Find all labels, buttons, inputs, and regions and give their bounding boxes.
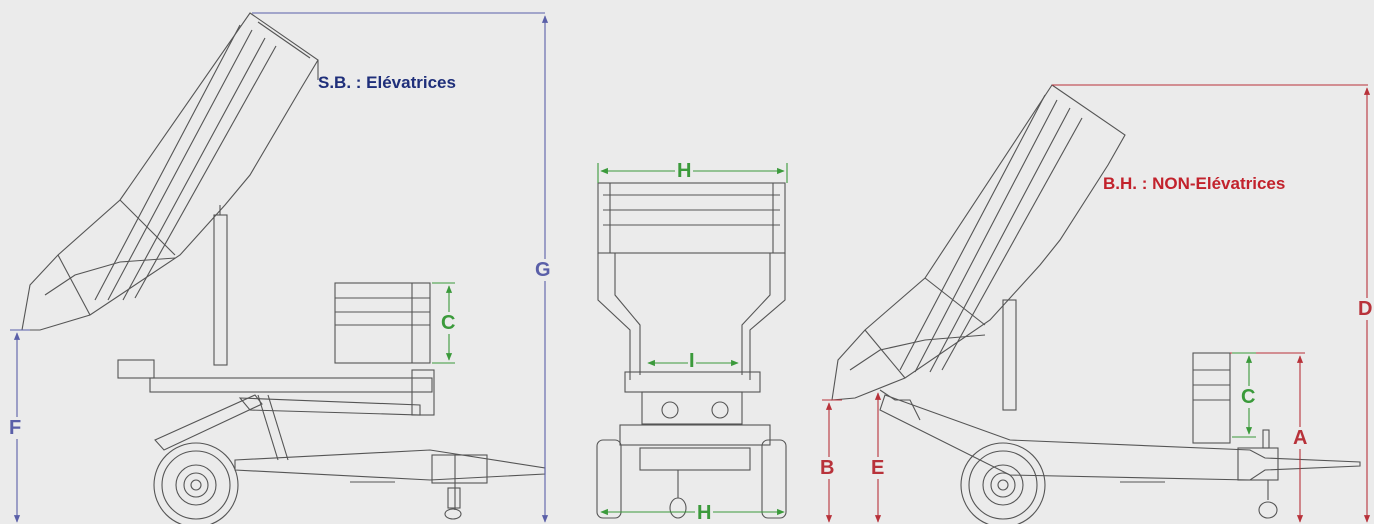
dimension-label-h-bottom: H (695, 502, 714, 524)
right-tail-gate (1192, 352, 1231, 444)
dimension-label-i: I (688, 350, 696, 372)
dimension-label-b: B (820, 457, 835, 479)
dimension-label-h-top: H (675, 160, 694, 182)
left-hydraulic-ram (213, 214, 228, 366)
left-tipping-body (21, 12, 319, 331)
center-dimensions (597, 163, 788, 516)
dimension-label-g: G (535, 259, 551, 281)
right-wheel (960, 442, 1046, 524)
left-tail-gate (334, 282, 431, 364)
title-elevatrices: S.B. : Elévatrices (318, 73, 456, 92)
center-right-wheel (761, 439, 787, 519)
dimension-label-f: F (9, 417, 22, 439)
dimension-label-d: D (1358, 298, 1373, 320)
center-left-wheel (596, 439, 622, 519)
left-wheel (153, 442, 239, 524)
left-chassis-beam (149, 377, 433, 393)
right-dimensions (822, 84, 1371, 523)
center-trailer-rear-view (596, 182, 787, 519)
dimension-label-a: A (1293, 427, 1308, 449)
right-hydraulic-ram (1002, 299, 1017, 411)
dimension-label-c-right: C (1241, 386, 1256, 408)
center-top-frame (597, 182, 786, 254)
center-axle (619, 424, 771, 446)
left-dimensions (10, 12, 549, 523)
right-trailer-side-view (831, 84, 1361, 524)
right-chassis (879, 394, 1361, 481)
dimension-label-e: E (871, 457, 885, 479)
left-drawbar (234, 449, 546, 481)
dimension-label-c-left: C (441, 312, 456, 334)
title-non-elevatrices: B.H. : NON-Elévatrices (1103, 174, 1286, 193)
left-trailer-side-view (21, 12, 546, 524)
